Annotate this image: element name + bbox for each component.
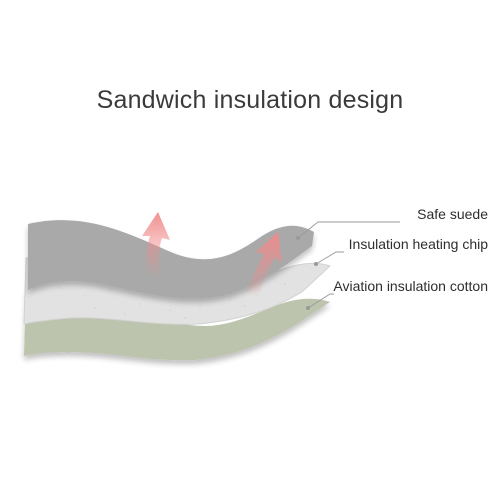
- label-safe-suede: Safe suede: [417, 206, 488, 222]
- diagram-title: Sandwich insulation design: [96, 86, 404, 114]
- chip-texture: [59, 283, 286, 319]
- label-insulation-heating-chip: Insulation heating chip: [348, 236, 488, 252]
- leader-lines: [295, 221, 400, 311]
- heat-arrow-right: [246, 232, 282, 296]
- heat-arrow-left: [142, 212, 170, 276]
- leader-insulation-heating-chip: [315, 251, 344, 265]
- leader-aviation-insulation-cotton: [307, 293, 334, 309]
- label-aviation-insulation-cotton: Aviation insulation cotton: [333, 278, 488, 294]
- layer-safe-suede: [28, 220, 314, 299]
- leader-safe-suede: [297, 221, 400, 239]
